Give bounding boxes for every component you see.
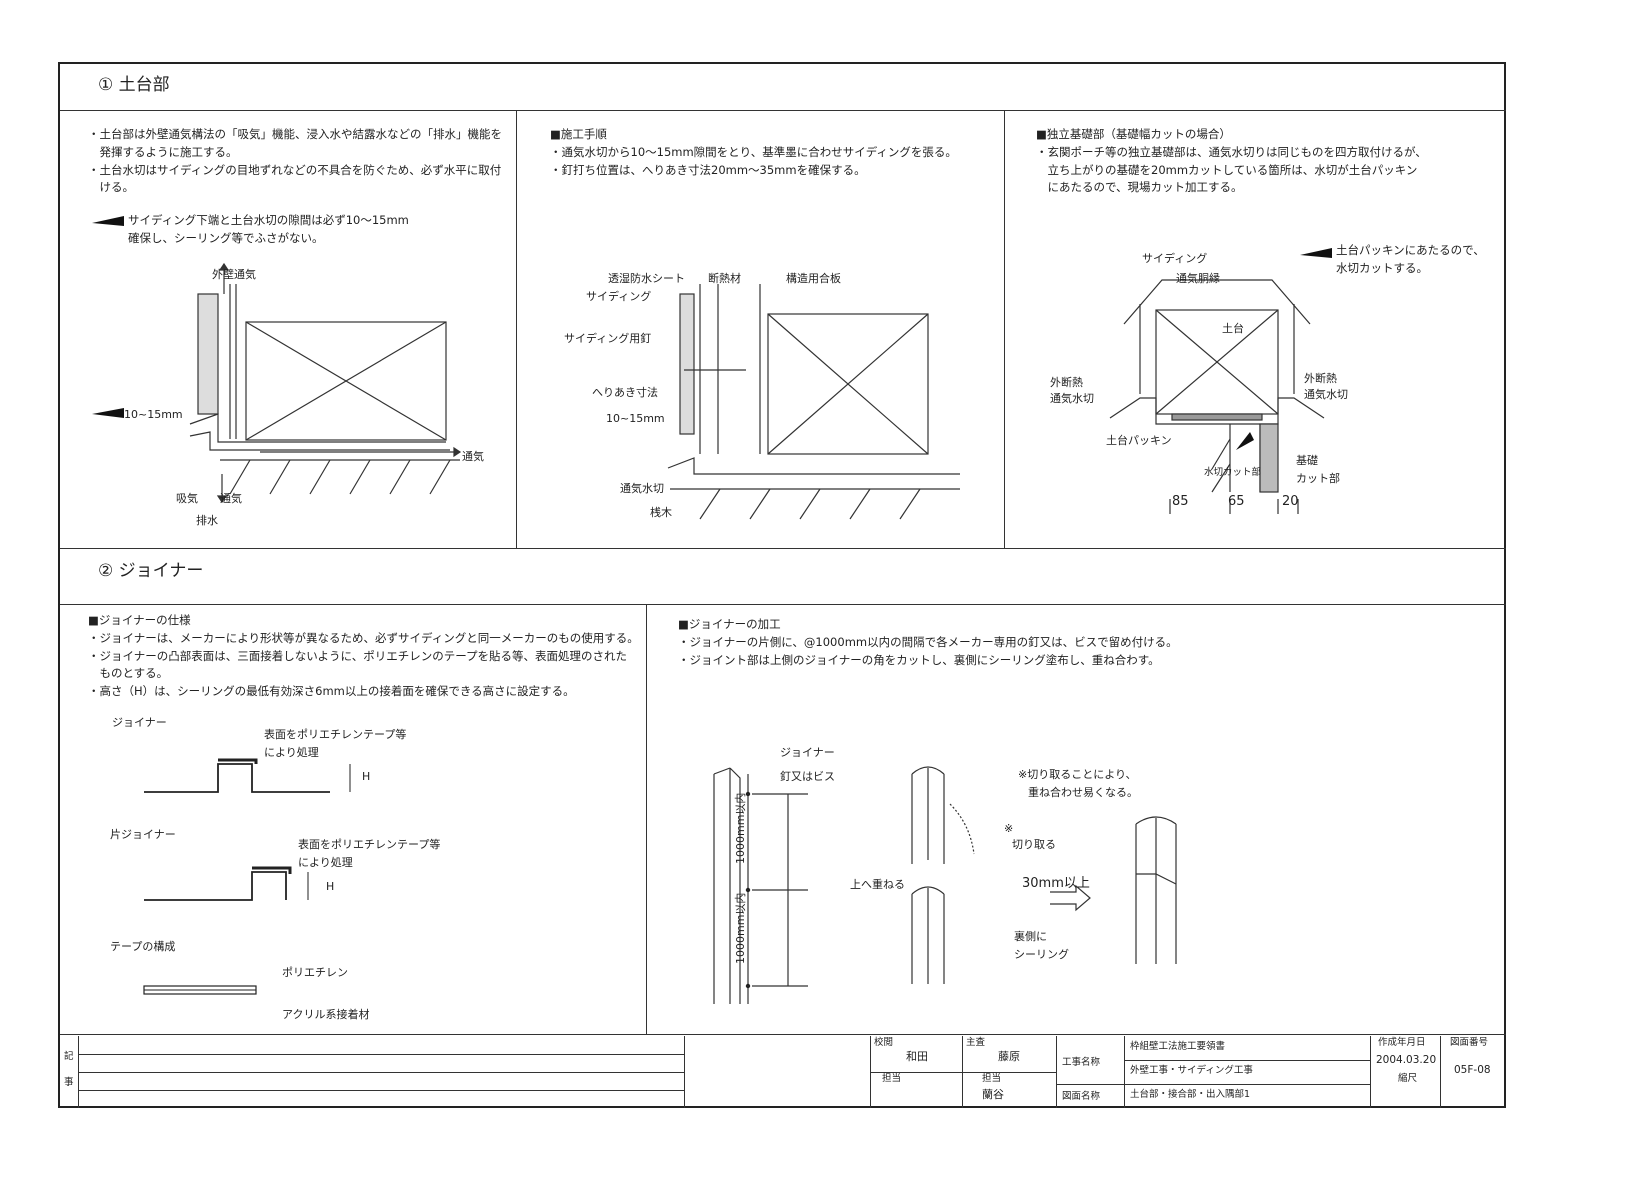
drawing-name: 土台部・接合部・出入隅部1 xyxy=(1130,1089,1251,1100)
remarks-label: 事 xyxy=(64,1077,74,1088)
divider xyxy=(60,1034,1506,1035)
s1-col2-text: ■施工手順 ・通気水切から10～15mm隙間をとり、基準墨に合わせサイディングを… xyxy=(550,127,957,177)
foundation-diagram xyxy=(1109,279,1325,514)
label: 上へ重ねる xyxy=(850,878,905,891)
label: 排水 xyxy=(196,514,218,527)
label: アクリル系接着材 xyxy=(282,1008,370,1021)
label: サイディング用釘 xyxy=(564,332,652,345)
label: 吸気 xyxy=(176,492,198,505)
label: 外壁通気 xyxy=(212,268,256,281)
divider xyxy=(1004,110,1005,548)
label: シーリング xyxy=(1014,948,1069,961)
label: 土台 xyxy=(1222,322,1244,335)
label: 裏側に xyxy=(1014,930,1047,943)
checked-label: 校閲 xyxy=(874,1037,894,1048)
label: 通気 xyxy=(220,492,242,505)
label: ジョイナー xyxy=(780,746,835,759)
s1-col1-note: サイディング下端と土台水切の隙間は必ず10～15mm 確保し、シーリング等でふさ… xyxy=(128,213,409,245)
label: 表面をポリエチレンテープ等 xyxy=(298,838,441,851)
label: 釘又はビス xyxy=(780,770,835,783)
label: 通気 xyxy=(462,450,484,463)
s1-col1-text: ・土台部は外壁通気構法の「吸気」機能、浸入水や結露水などの「排水」機能を 発揮す… xyxy=(88,127,502,195)
label: 透湿防水シート xyxy=(608,272,685,285)
label: H xyxy=(326,880,335,893)
joint-cut-diagram xyxy=(911,766,1177,984)
label: ポリエチレン xyxy=(282,966,348,979)
s2-col2-text: ■ジョイナーの加工 ・ジョイナーの片側に、@1000mm以内の間隔で各メーカー専… xyxy=(678,617,1178,667)
label: 構造用合板 xyxy=(786,272,841,285)
label: 外断熱 xyxy=(1304,372,1337,385)
drawing-sheet: ① 土台部 ② ジョイナー ・土台部は外壁通気構法の「吸気」機能、浸入水や結露水… xyxy=(58,62,1506,1108)
label: 桟木 xyxy=(650,506,672,519)
dimension: 85 xyxy=(1172,494,1189,509)
divider xyxy=(60,548,1506,549)
chief-name: 藤原 xyxy=(998,1050,1020,1063)
dimension: 1000mm以内 xyxy=(734,792,747,864)
label: 土台パッキン xyxy=(1106,434,1172,447)
label: 水切カット部 xyxy=(1204,467,1262,478)
pointer-icon xyxy=(1300,248,1332,258)
remarks-label: 記 xyxy=(64,1051,74,1062)
label: 断熱材 xyxy=(708,272,741,285)
title-block: 記 事 校閲 和田 主査 藤原 担当 担当 蘭谷 工事名称 枠組壁工法施工要領書… xyxy=(60,1036,1506,1108)
label: 通気水切 xyxy=(1304,388,1348,401)
label: により処理 xyxy=(264,746,319,759)
label: 表面をポリエチレンテープ等 xyxy=(264,728,407,741)
charge2-name: 蘭谷 xyxy=(982,1088,1004,1101)
drawing-no-label: 図面番号 xyxy=(1450,1037,1489,1048)
checked-name: 和田 xyxy=(906,1050,928,1063)
joiner-profiles xyxy=(143,758,351,995)
label: カット部 xyxy=(1296,472,1340,485)
divider xyxy=(646,604,647,1034)
label: 基礎 xyxy=(1296,454,1318,467)
label: 重ね合わせ易くなる。 xyxy=(1028,786,1138,799)
label: ※切り取ることにより、 xyxy=(1018,768,1137,781)
label: サイディング xyxy=(1142,252,1208,265)
date-label: 作成年月日 xyxy=(1378,1037,1426,1048)
label: ジョイナー xyxy=(112,716,167,729)
joiner-nail-diagram xyxy=(713,767,808,1004)
label: 10~15mm xyxy=(606,412,665,425)
divider xyxy=(60,110,1506,111)
pointer-icon xyxy=(92,216,124,226)
section-2-title: ② ジョイナー xyxy=(98,561,204,581)
scale-label: 縮尺 xyxy=(1398,1073,1418,1084)
dimension: 20 xyxy=(1282,494,1299,509)
label: により処理 xyxy=(298,856,353,869)
label: 30mm以上 xyxy=(1022,876,1090,891)
label: ※ xyxy=(1004,822,1014,835)
siding-nail-diagram xyxy=(667,284,960,520)
label: テープの構成 xyxy=(110,940,176,953)
chief-label: 主査 xyxy=(966,1037,986,1048)
s1-col3-text: ■独立基礎部（基礎幅カットの場合） ・玄関ポーチ等の独立基礎部は、通気水切りは同… xyxy=(1036,127,1427,195)
dimension: 1000mm以内 xyxy=(734,892,747,964)
label: 通気水切 xyxy=(1050,392,1094,405)
divider xyxy=(516,110,517,548)
work-name: 外壁工事・サイディング工事 xyxy=(1130,1065,1253,1076)
label: 10~15mm xyxy=(124,408,183,421)
label: 外断熱 xyxy=(1050,376,1083,389)
divider xyxy=(60,604,1506,605)
label: 片ジョイナー xyxy=(110,828,176,841)
date-value: 2004.03.20 xyxy=(1376,1054,1437,1066)
sill-section-diagram xyxy=(92,262,462,504)
charge-label: 担当 xyxy=(882,1073,902,1084)
drawing-label: 図面名称 xyxy=(1062,1091,1101,1102)
charge2-label: 担当 xyxy=(982,1073,1002,1084)
label: へりあき寸法 xyxy=(592,386,658,399)
label: サイディング xyxy=(586,290,652,303)
section-1-title: ① 土台部 xyxy=(98,75,170,95)
label: H xyxy=(362,770,371,783)
dimension: 65 xyxy=(1228,494,1245,509)
doc-name: 枠組壁工法施工要領書 xyxy=(1130,1041,1226,1052)
s1-col3-note: 土台パッキンにあたるので、 水切カットする。 xyxy=(1336,243,1485,275)
label: 通気胴縁 xyxy=(1176,272,1220,285)
label: 通気水切 xyxy=(620,482,664,495)
work-label: 工事名称 xyxy=(1062,1057,1101,1068)
s2-col1-text: ■ジョイナーの仕様 ・ジョイナーは、メーカーにより形状等が異なるため、必ずサイデ… xyxy=(88,613,639,699)
drawing-no: 05F-08 xyxy=(1454,1064,1491,1076)
label: 切り取る xyxy=(1012,838,1056,851)
